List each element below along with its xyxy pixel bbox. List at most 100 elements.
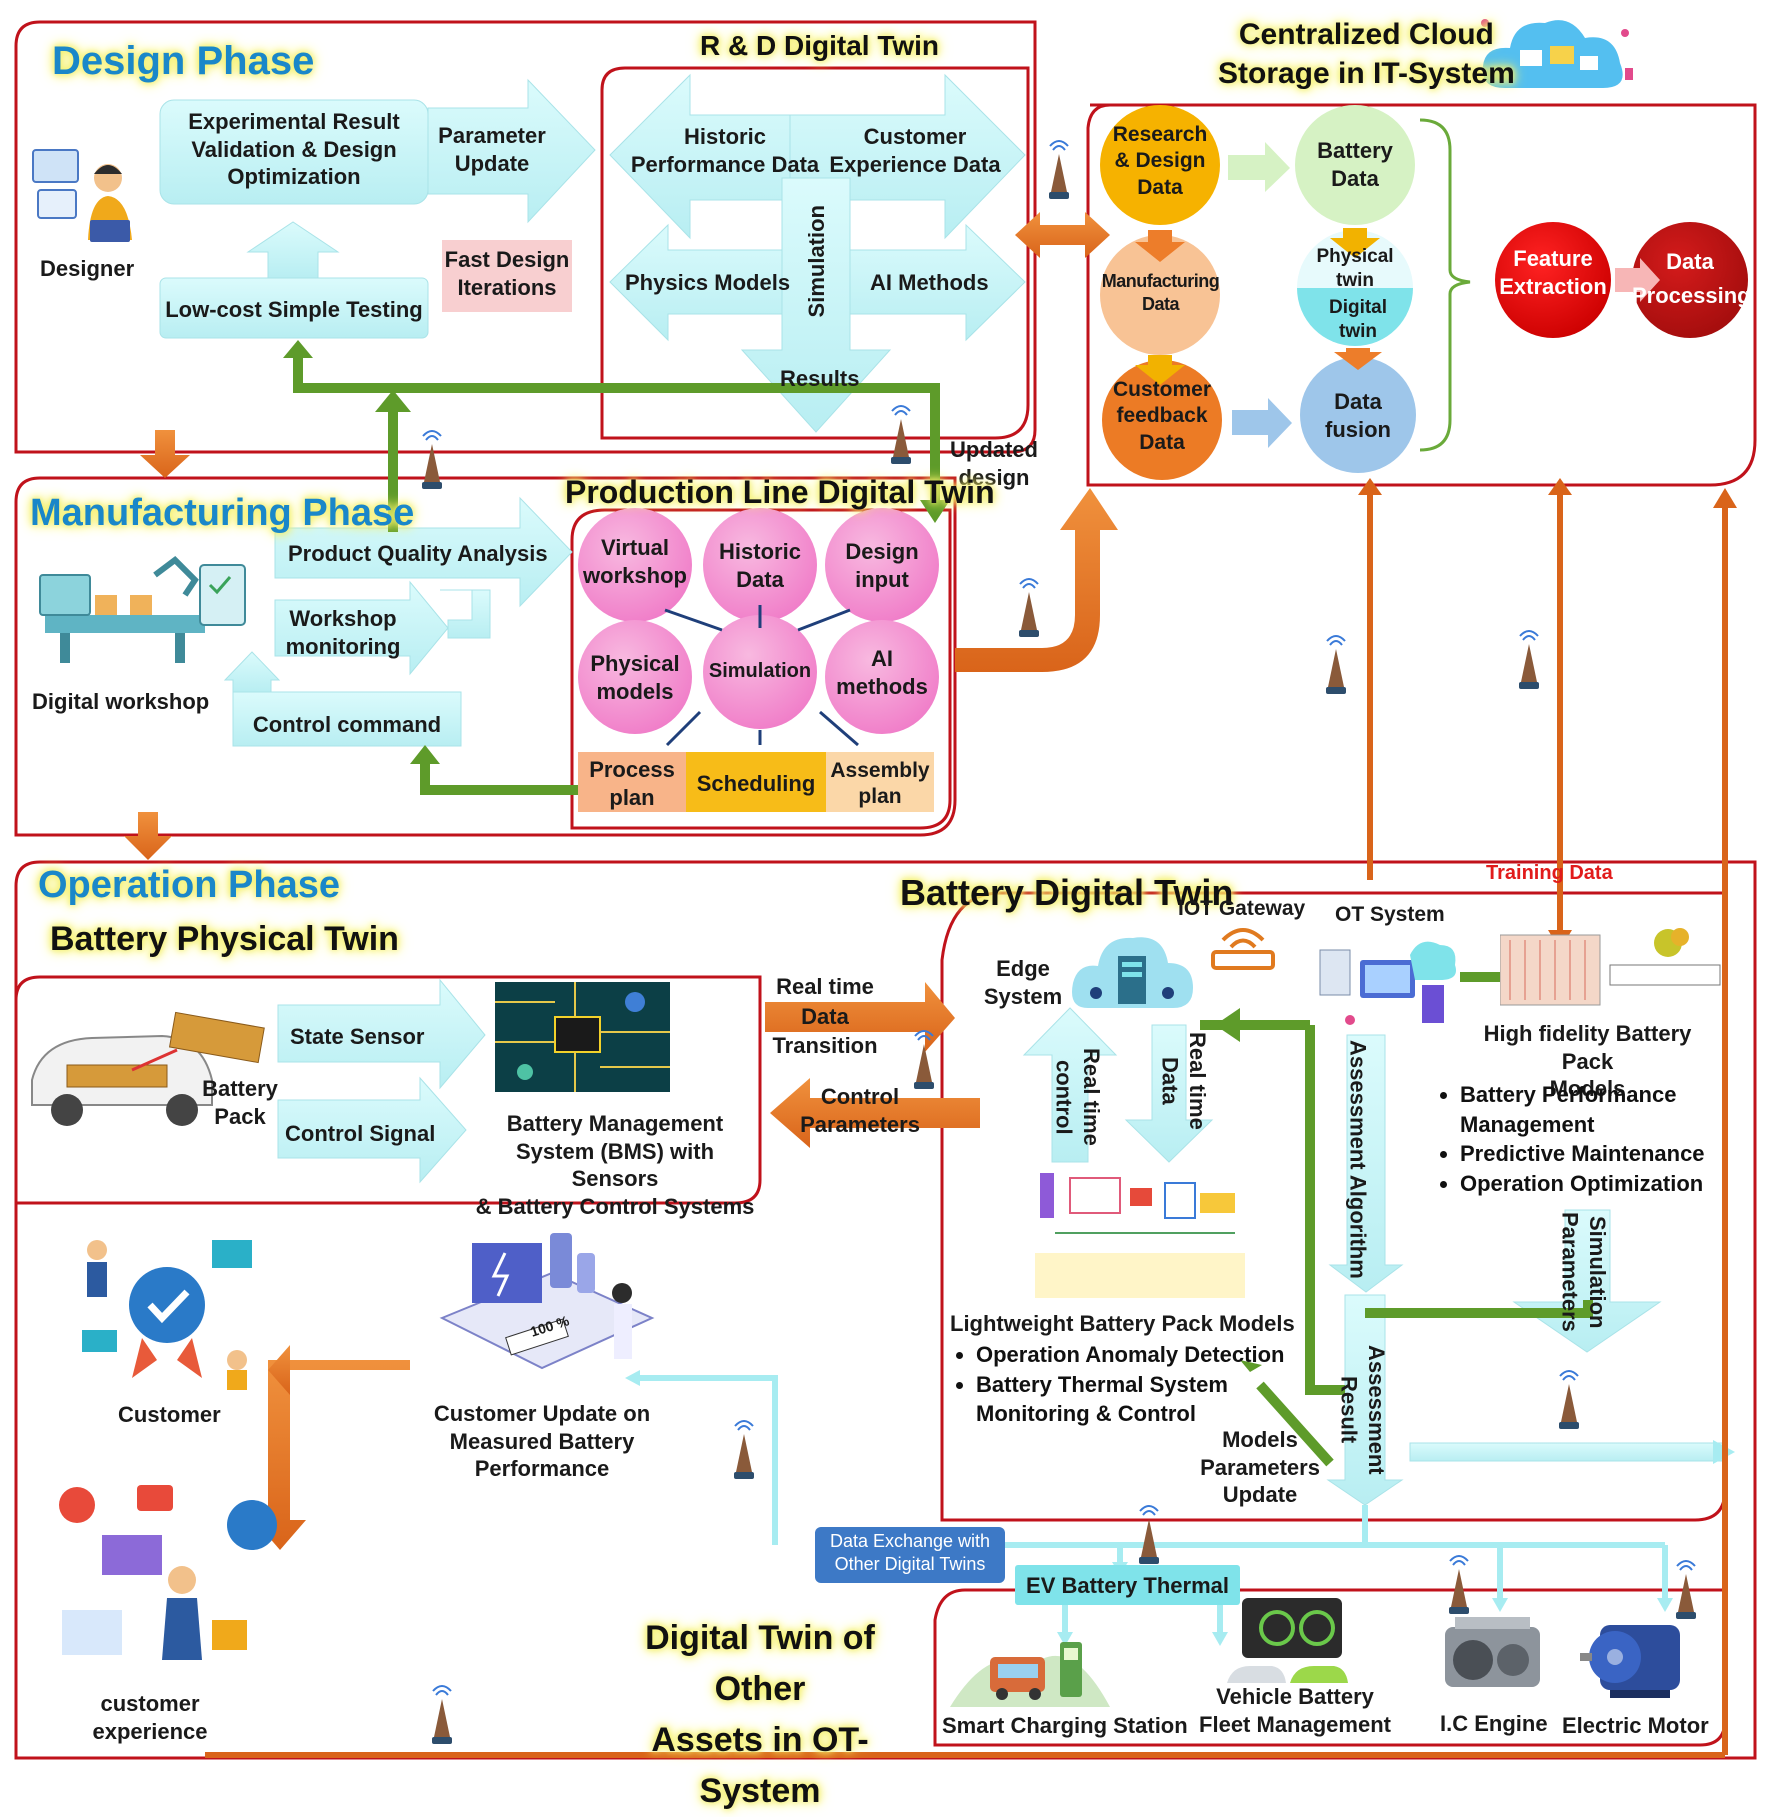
signal-tower-icon — [1326, 635, 1346, 694]
production-arrows — [664, 605, 859, 747]
feature-circle — [1495, 222, 1611, 338]
digital-twin-half — [1297, 288, 1413, 346]
control-params-arrow — [770, 1078, 980, 1148]
rd-twin-frame — [600, 66, 1030, 440]
battery-data-circle — [1295, 105, 1415, 225]
historic-data-label: Historic Data — [719, 539, 801, 592]
exp-result-label: Experimental Result Validation & Design … — [188, 109, 400, 189]
physical-twin-half — [1297, 230, 1413, 288]
orange-long-lines — [205, 485, 1728, 1758]
cloud-circles — [1100, 105, 1748, 480]
simulation-center-label: Simulation — [708, 660, 812, 682]
hifi-title: High fidelity Battery Pack Models — [1483, 1021, 1692, 1101]
hifi-item: Battery Performance Management — [1460, 1080, 1705, 1139]
quality-label: Product Quality Analysis — [288, 541, 548, 566]
assessment-algorithm-label: Assessment Algorithm — [1345, 1040, 1371, 1279]
ic-engine-label: I.C Engine — [1440, 1711, 1548, 1736]
edge-system-icon — [1072, 937, 1193, 1008]
fleet-label: Vehicle Battery Fleet Management — [1199, 1684, 1391, 1737]
control-signal-label: Control Signal — [285, 1121, 436, 1146]
control-command-box — [232, 691, 462, 747]
signal-tower-icon — [1519, 630, 1539, 689]
edge-system-label: Edge System — [983, 956, 1063, 1009]
signal-tower-icon — [1449, 1555, 1469, 1614]
designer-icon — [32, 149, 132, 242]
data-fusion-label: Data fusion — [1325, 389, 1391, 442]
production-circles — [578, 508, 939, 734]
plan-boxes — [578, 752, 934, 812]
fast-design-label: Fast Design Iterations — [444, 247, 570, 300]
param-update-arrow — [427, 78, 596, 224]
design-phase-frame — [14, 20, 1037, 454]
design-input-label: Design input — [845, 539, 919, 592]
monitoring-label: Workshop monitoring — [285, 606, 401, 659]
battery-performance-icon — [439, 1233, 655, 1370]
signal-tower-icon — [432, 1685, 452, 1744]
ev-thermal-label: EV Battery Thermal — [1026, 1573, 1229, 1598]
iot-gateway-label: IOT Gateway — [1178, 897, 1306, 920]
ot-system-icon — [1319, 941, 1456, 1025]
electric-motor-icon — [1580, 1625, 1680, 1698]
ot-system-label: OT System — [1335, 903, 1445, 926]
assess-result-arrow — [1326, 1294, 1404, 1506]
updated-design-label: Updated design — [950, 437, 1038, 490]
operation-phase-title: Operation Phase — [38, 864, 340, 906]
orange-arrows — [124, 212, 1118, 1550]
signal-tower-icon — [891, 405, 911, 464]
customer-label: Customer — [118, 1402, 221, 1427]
scheduling-label: Scheduling — [696, 771, 816, 796]
rd-data-circle — [1100, 105, 1220, 225]
design-to-mfg-arrow — [140, 430, 190, 478]
bms-label: Battery Management System (BMS) with Sen… — [475, 1111, 755, 1219]
lightweight-model-icon — [1035, 1163, 1245, 1298]
low-cost-label: Low-cost Simple Testing — [165, 297, 423, 322]
workshop-label: Digital workshop — [32, 689, 210, 714]
sim-params-label: Simulation Parameters — [1557, 1212, 1611, 1332]
customer-exp-label: Customer Experience Data — [829, 124, 1001, 177]
process-plan-label: Process plan — [589, 757, 675, 810]
rd-cloud-double-arrow — [1015, 212, 1110, 258]
battery-pack-car-icon — [31, 1011, 265, 1126]
fast-design-box — [442, 240, 572, 312]
assessment-alg-arrow — [1328, 1034, 1404, 1293]
physics-label: Physics Models — [625, 270, 791, 295]
quality-arrow — [274, 496, 573, 608]
realtime-transition-arrow — [765, 982, 955, 1052]
monitoring-arrow — [274, 580, 449, 676]
control-signal-arrow — [277, 1076, 467, 1184]
green-arrows — [293, 355, 1593, 1467]
realtime-control-arrow — [1022, 1007, 1118, 1163]
physical-twin-frame — [14, 975, 762, 1205]
iot-gateway-icon — [1211, 928, 1275, 970]
cloud-small-arrows — [1135, 118, 1660, 452]
assembly-plan-label: Assembly plan — [830, 759, 930, 809]
battery-data-label: Battery Data — [1317, 138, 1393, 191]
data-processing-label: Data Processing — [1632, 249, 1751, 309]
production-to-cloud-arrow — [955, 488, 1118, 672]
mfg-to-op-arrow — [124, 812, 172, 860]
exchange-label: Data Exchange with Other Digital Twins — [829, 1531, 991, 1574]
ai-methods-label: AI Methods — [870, 270, 989, 295]
lightweight-item: Battery Thermal System Monitoring & Cont… — [976, 1370, 1284, 1429]
physical-models-label: Physical models — [590, 651, 680, 704]
electric-motor-label: Electric Motor — [1562, 1713, 1709, 1738]
customer-experience-label: customer experience — [92, 1691, 208, 1744]
signal-tower-icon — [914, 1030, 934, 1089]
hifi-model-icon — [1500, 928, 1721, 1006]
ai-methods-prod-label: AI methods — [836, 646, 928, 699]
diagram-canvas — [14, 20, 1757, 1760]
digital-twin-label: Digital twin — [1328, 297, 1388, 342]
customer-update-label: Customer Update on Measured Battery Perf… — [433, 1401, 651, 1481]
cloud-title: Centralized Cloud Storage in IT-System — [1218, 18, 1515, 90]
design-shapes — [159, 73, 1726, 1506]
param-update-label: Parameter Update — [438, 123, 546, 176]
bms-circuit-icon — [495, 982, 670, 1092]
signal-tower-icon — [1049, 140, 1069, 199]
fleet-management-icon — [1227, 1598, 1348, 1683]
customer-icon — [82, 1240, 252, 1390]
feature-extraction-label: Feature Extraction — [1499, 246, 1607, 299]
hifi-list: Battery Performance Management Predictiv… — [1432, 1080, 1705, 1199]
manufacturing-circle — [1100, 235, 1220, 355]
exchange-box — [815, 1527, 1005, 1583]
signal-tower-icon — [1676, 1560, 1696, 1619]
